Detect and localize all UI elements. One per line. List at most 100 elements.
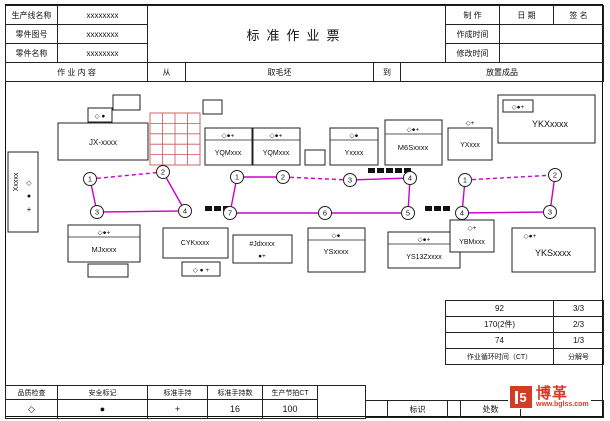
sign-label: 签 名: [553, 5, 605, 25]
station-number: 3: [548, 208, 552, 217]
part-no-value: xxxxxxxx: [57, 24, 148, 44]
logo-bar-shape: [515, 390, 519, 404]
station-circle: [178, 204, 192, 218]
safety-mark-icon: ●: [57, 399, 148, 419]
station: 7: [223, 206, 237, 220]
breakdown-no-label: 分解号: [553, 348, 604, 365]
maker-label: 制 作: [445, 5, 501, 25]
create-time-label: 作成时间: [445, 24, 501, 44]
cycle-info-table: 92 3/3 170(2件) 2/3 74 1/3 作业循环时间（CT） 分解号: [445, 300, 604, 365]
station-circle: [90, 205, 104, 219]
material-rack: [149, 112, 201, 166]
side-box: [202, 99, 223, 115]
station: 2: [548, 168, 562, 182]
machine-symbols: ◇●+: [524, 233, 537, 240]
machine-cyk: CYKxxxx ◇ ● +: [162, 227, 229, 277]
machine-label: YSxxxx: [323, 247, 348, 256]
create-time-value: [499, 24, 605, 44]
info-page: 1/3: [553, 332, 604, 349]
machine-symbols: ◇●+: [407, 127, 420, 134]
machine-box: [232, 234, 293, 264]
footer-empty-cell: [365, 400, 388, 418]
station: 4: [403, 171, 417, 185]
station-number: 6: [323, 209, 327, 218]
machine-box: [511, 227, 596, 273]
machine-box: [307, 227, 366, 273]
wip-marker: [214, 206, 221, 211]
station-number: 5: [406, 209, 410, 218]
station-number: 1: [88, 175, 92, 184]
machine-label: MJxxxx: [92, 245, 117, 254]
station: 4: [178, 204, 192, 218]
route-a-solid: [88, 171, 191, 219]
to-label: 到: [373, 62, 401, 82]
route-c-solid: [461, 174, 557, 220]
station: 3: [343, 173, 357, 187]
machine-label: M6Sxxxx: [398, 143, 429, 152]
route-c-return: [464, 172, 556, 181]
boge-logo-url: www.bglss.com: [536, 401, 589, 408]
station-number: 2: [281, 173, 285, 182]
station-circle: [83, 172, 97, 186]
part-name-label: 零件名称: [5, 43, 58, 63]
station-circle: [223, 206, 237, 220]
station-circle: [401, 206, 415, 220]
machine-box: [447, 127, 493, 161]
machine-box: [204, 127, 253, 166]
station-number: 3: [95, 208, 99, 217]
machine-ys: ◇● YSxxxx: [307, 227, 366, 273]
machine-label: CYKxxxx: [181, 240, 210, 247]
station: 3: [543, 205, 557, 219]
station: 1: [458, 173, 472, 187]
boge-logo-name: 博革: [536, 385, 569, 402]
machine-symbols: ◇●+: [418, 237, 431, 244]
wip-marker: [443, 206, 450, 211]
modify-time-label: 修改时间: [445, 43, 501, 63]
safety-mark-icon: ●: [27, 193, 31, 200]
machine-yqm-2: ◇●+ YQMxxx: [252, 127, 301, 166]
machine-box: [384, 119, 443, 166]
wip-marker: [205, 206, 212, 211]
machine-label: JX-xxxx: [89, 138, 117, 147]
machine-ys13z: ◇●+ YS13Zxxxx: [387, 231, 461, 269]
machine-yqm-1: ◇●+ YQMxxx: [204, 127, 253, 166]
info-page: 3/3: [553, 300, 604, 317]
standard-wip-count-value: 16: [207, 399, 263, 419]
machine-symbols: ◇●+: [512, 104, 525, 111]
boge-logo-text: 博革 www.bglss.com: [536, 386, 589, 408]
station: 3: [90, 205, 104, 219]
machine-box: [67, 224, 141, 263]
machine-label: Xxxxx: [13, 172, 20, 191]
quality-check-icon: ◇: [26, 180, 32, 187]
info-value: 92: [445, 300, 554, 317]
takt-time-value: 100: [262, 399, 318, 419]
machine-jd: #Jdxxxx ●+: [232, 234, 293, 264]
station-circle: [276, 170, 290, 184]
machine-symbols: ◇●: [350, 133, 359, 140]
machine-mj: ◇●+ MJxxxx: [67, 224, 141, 263]
machine-box: [57, 122, 149, 161]
standard-wip-count-header: 标准手持数: [207, 385, 263, 400]
machine-symbols: ◇●+: [222, 133, 235, 140]
station: 1: [83, 172, 97, 186]
wip-marker: [386, 168, 393, 173]
station: 1: [230, 170, 244, 184]
machine-symbols: ◇●+: [98, 230, 111, 237]
legend-table: 品质检查 安全标记 标准手持 标准手持数 生产节拍CT ◇ ● + 16 100: [5, 385, 366, 419]
part-name-value: xxxxxxxx: [57, 43, 148, 63]
symbol-box: [181, 261, 221, 277]
logo-icon-text: 5: [519, 389, 527, 405]
cycle-time-label: 作业循环时间（CT）: [445, 348, 554, 365]
machine-symbols: ◇ ● +: [193, 267, 210, 274]
layout-diagram: Xxxxx ◇ ● + ◇ ● JX-xxxx ◇●+ YQMxxx ◇●+ Y…: [7, 94, 596, 278]
station-number: 4: [408, 174, 412, 183]
machine-label: YKXxxxx: [532, 119, 569, 129]
standard-wip-header: 标准手持: [147, 385, 208, 400]
from-label: 从: [147, 62, 186, 82]
job-content-label: 作 业 内 容: [5, 62, 148, 82]
standard-wip-icon: +: [147, 399, 208, 419]
machine-ykx: ◇●+ YKXxxxx: [497, 94, 596, 144]
wip-marker: [404, 168, 411, 173]
machine-box: [449, 219, 495, 253]
wip-marker: [425, 206, 432, 211]
